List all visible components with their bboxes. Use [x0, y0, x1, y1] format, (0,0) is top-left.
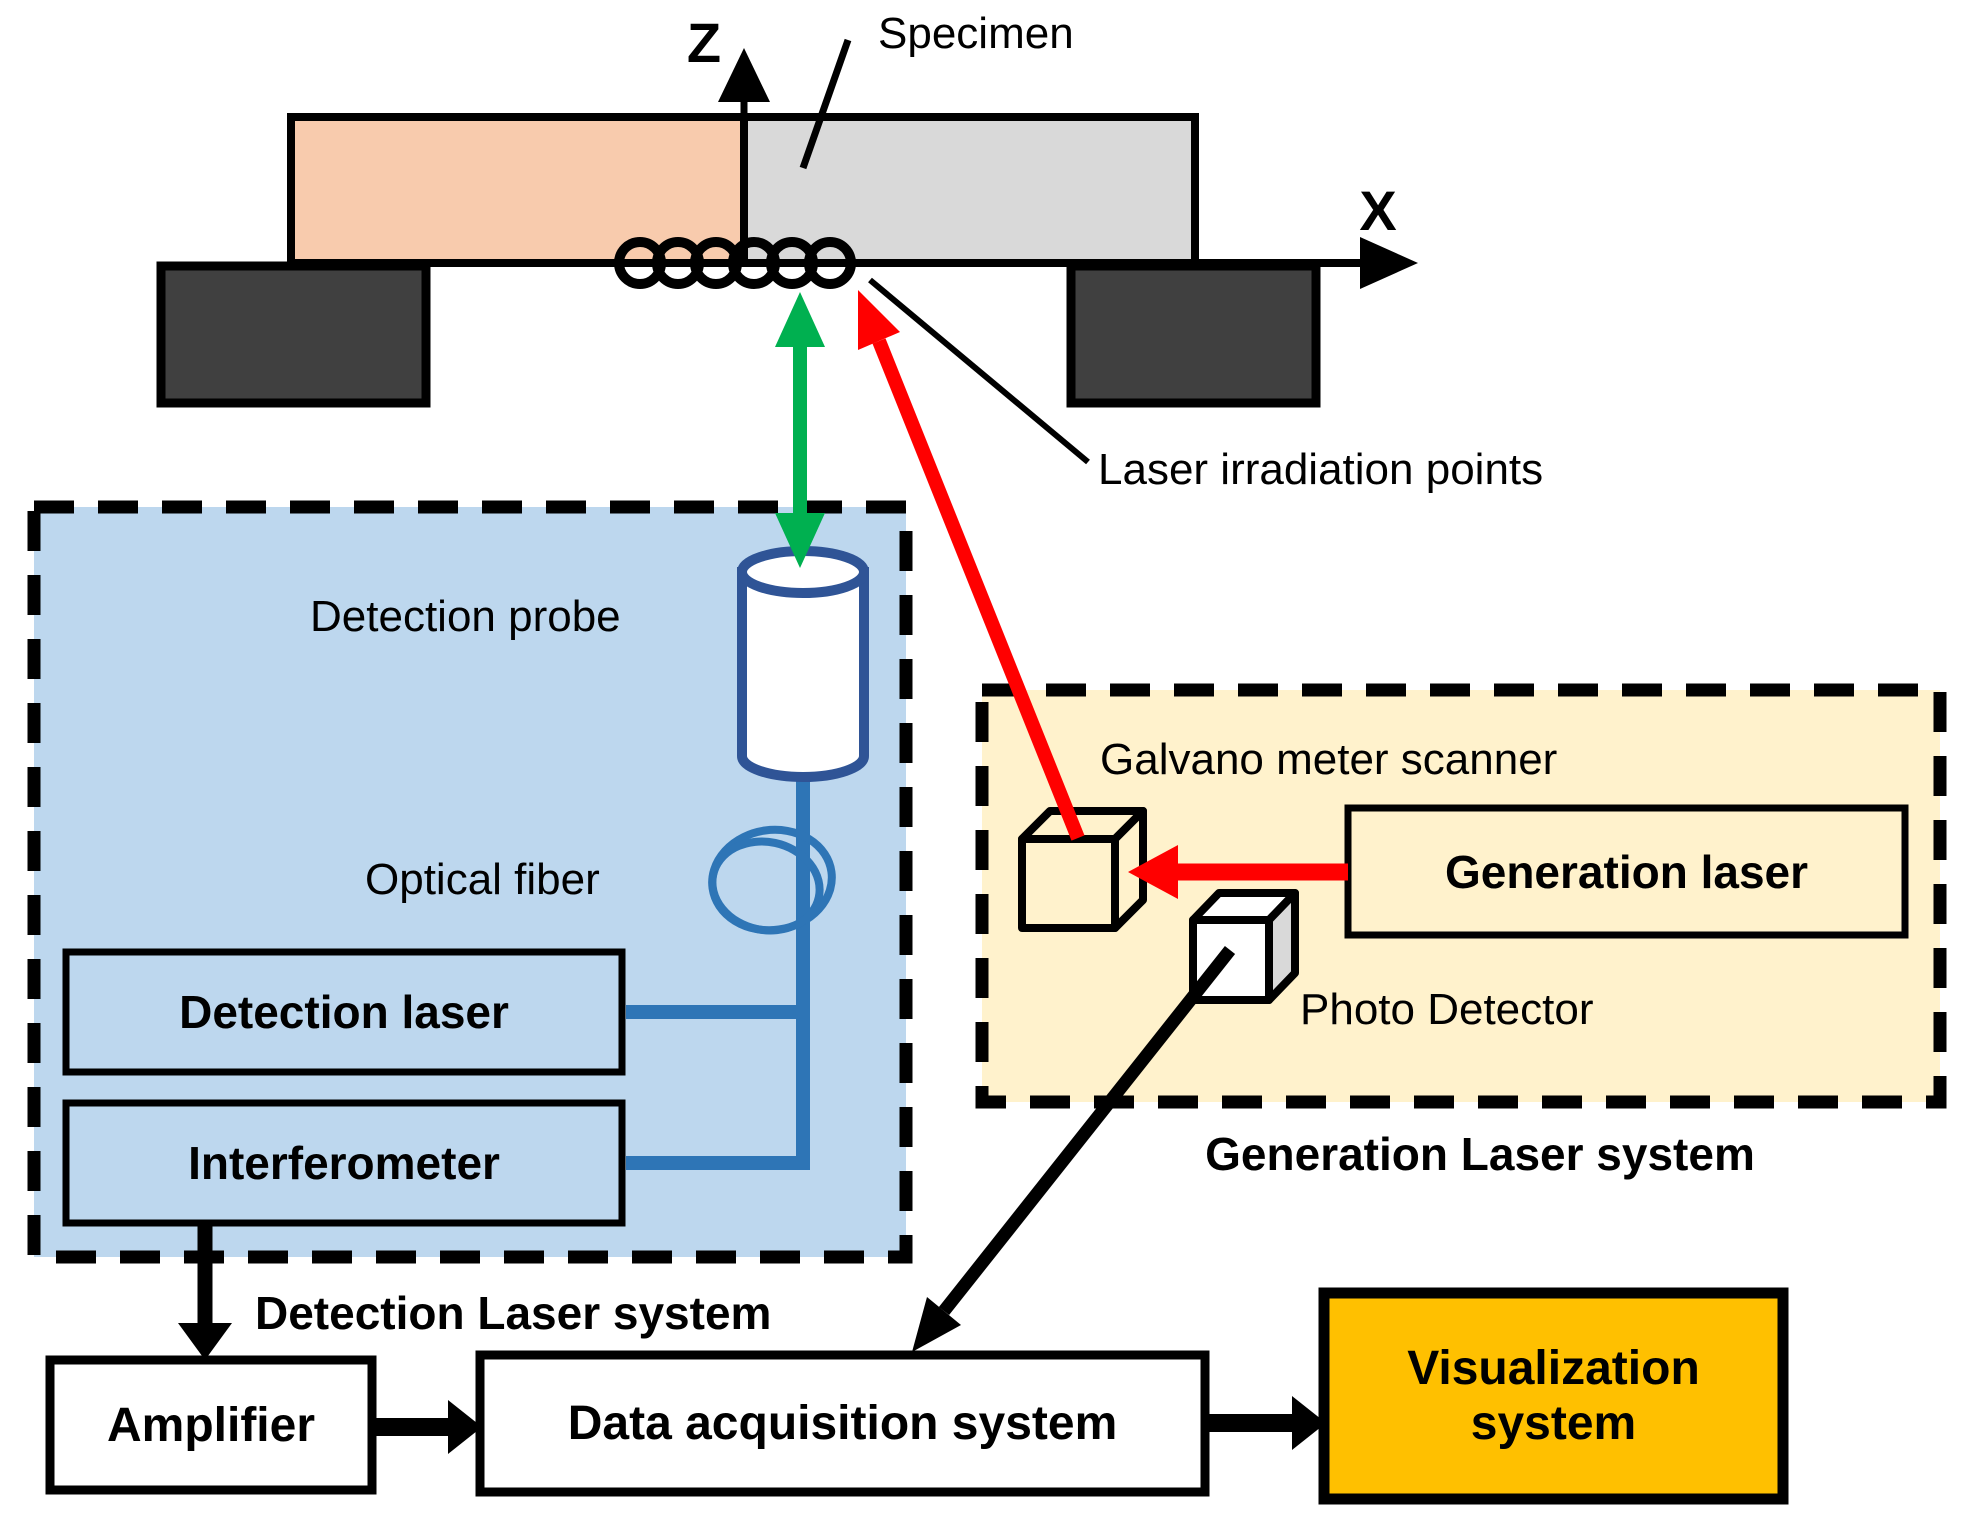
detection-laser-box — [62, 948, 626, 1076]
interferometer-box — [62, 1099, 626, 1227]
specimen-label: Specimen — [878, 9, 1074, 58]
detection-beam-arrow — [775, 292, 825, 568]
detection-probe-cylinder — [737, 546, 869, 782]
detection-system-label: Detection Laser system — [255, 1287, 772, 1339]
support-right — [1066, 261, 1321, 408]
specimen-leader-line — [799, 38, 852, 170]
optical-fiber-line — [626, 760, 810, 1170]
daq-box — [475, 1350, 1210, 1497]
specimen-right-block — [740, 113, 1199, 267]
laser-irradiation-label: Laser irradiation points — [1098, 445, 1544, 494]
photodetector-to-daq-arrow — [912, 945, 1236, 1352]
x-axis — [287, 237, 1418, 289]
visualization-box-label: Visualization system — [1324, 1293, 1783, 1499]
x-axis-label: X — [1359, 179, 1397, 242]
daq-to-visualization-arrow — [1207, 1396, 1326, 1450]
generation-beam-arrow — [1128, 845, 1348, 899]
generation-system-label: Generation Laser system — [1205, 1128, 1755, 1180]
z-axis-label: Z — [686, 11, 722, 74]
galvano-scanner-cube — [1018, 807, 1147, 932]
interferometer-box-label: Interferometer — [188, 1137, 500, 1189]
visualization-label-line1: Visualization — [1407, 1342, 1700, 1395]
amplifier-to-daq-arrow — [374, 1400, 482, 1454]
z-axis — [718, 48, 770, 258]
amplifier-box — [45, 1355, 377, 1495]
detection-laser-box-label: Detection laser — [179, 986, 509, 1038]
visualization-box — [1318, 1287, 1789, 1505]
support-left — [156, 261, 431, 408]
irradiation-points — [614, 237, 856, 289]
optical-fiber-coil — [708, 825, 836, 935]
detection-probe-label: Detection probe — [310, 592, 621, 641]
generation-laser-box-label: Generation laser — [1444, 845, 1809, 898]
visualization-label-line2: system — [1470, 1397, 1637, 1450]
galvano-scanner-label: Galvano meter scanner — [1100, 735, 1558, 784]
irradiation-leader-line — [868, 277, 1090, 465]
photo-detector-label: Photo Detector — [1300, 985, 1594, 1034]
generation-beam-to-specimen-arrow — [858, 290, 1085, 841]
interferometer-to-amplifier-arrow — [178, 1225, 232, 1360]
daq-box-label: Data acquisition system — [567, 1397, 1118, 1450]
amplifier-box-label: Amplifier — [106, 1398, 316, 1452]
optical-fiber-label: Optical fiber — [365, 855, 600, 904]
